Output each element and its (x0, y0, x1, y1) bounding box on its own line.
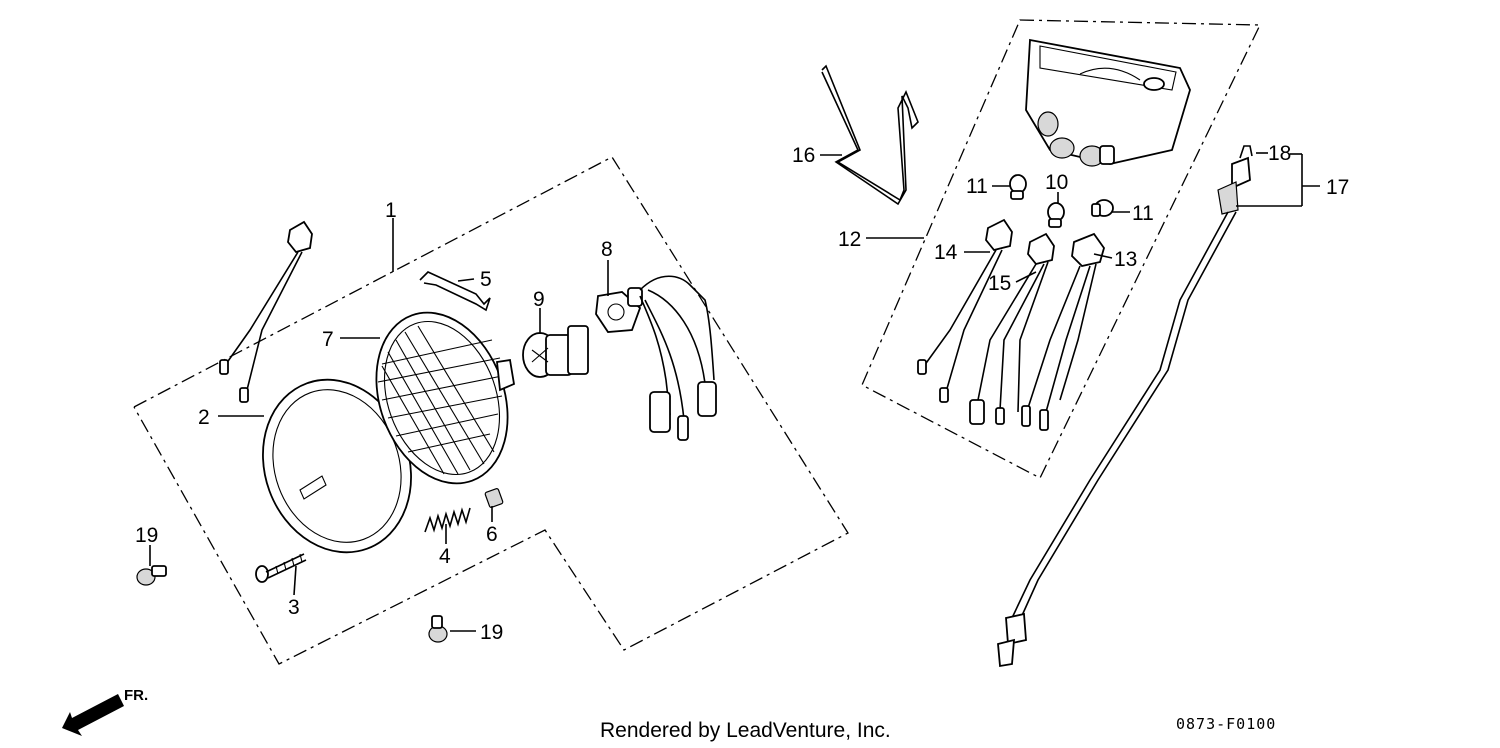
callout-14: 14 (934, 241, 958, 264)
cable-inner-tip (1239, 145, 1253, 159)
callout-numbers: 1 2 3 4 5 6 7 8 9 10 11 11 12 13 14 15 1… (135, 142, 1349, 644)
callout-4: 4 (439, 545, 451, 568)
callout-11-left: 11 (966, 175, 988, 198)
front-direction-arrow: FR. (62, 687, 148, 736)
front-direction-label: FR. (124, 687, 148, 704)
meter-socket-14-body (917, 218, 1013, 403)
callout-13: 13 (1114, 248, 1137, 271)
callout-9: 9 (533, 288, 545, 311)
bolt-bottom (428, 615, 448, 643)
meter-socket-15 (969, 232, 1055, 425)
callout-15: 15 (988, 272, 1011, 295)
bulb-socket (595, 275, 717, 441)
callout-19-bottom: 19 (480, 621, 503, 644)
headlight-rim (262, 378, 412, 554)
adjust-spring (424, 507, 471, 533)
meter-socket-14 (219, 220, 313, 403)
bolt-left (136, 565, 167, 586)
callout-2: 2 (198, 406, 210, 429)
callout-10: 10 (1045, 171, 1068, 194)
meter-bulb-11-left (1009, 174, 1027, 200)
meter-socket-13 (1021, 232, 1105, 431)
meter-bulb-10 (1047, 202, 1065, 228)
spring-clip (419, 271, 491, 312)
callout-11-right: 11 (1132, 202, 1154, 225)
leader-lines (149, 152, 1320, 632)
adjust-nut (484, 488, 504, 508)
headlight-bulb (522, 325, 589, 378)
meter-case (1025, 38, 1191, 167)
callout-17: 17 (1326, 176, 1349, 199)
callout-7: 7 (322, 328, 334, 351)
callout-1: 1 (385, 199, 397, 222)
meter-bulb-11-right (1091, 199, 1114, 217)
callout-5: 5 (480, 268, 492, 291)
adjust-screw (255, 553, 307, 583)
callout-12: 12 (838, 228, 861, 251)
callout-3: 3 (288, 596, 300, 619)
callout-18: 18 (1268, 142, 1291, 165)
callout-6: 6 (486, 523, 498, 546)
callout-8: 8 (601, 238, 613, 261)
headlight-group-boundary (133, 156, 849, 665)
callout-19-left: 19 (135, 524, 158, 547)
render-credit: Rendered by LeadVenture, Inc. (600, 719, 891, 742)
headlight-lens-unit (375, 311, 516, 485)
meter-bracket-wire (821, 64, 919, 206)
speedometer-cable (997, 156, 1251, 668)
figure-code: 0873-F0100 (1176, 715, 1276, 733)
callout-16: 16 (792, 144, 815, 167)
